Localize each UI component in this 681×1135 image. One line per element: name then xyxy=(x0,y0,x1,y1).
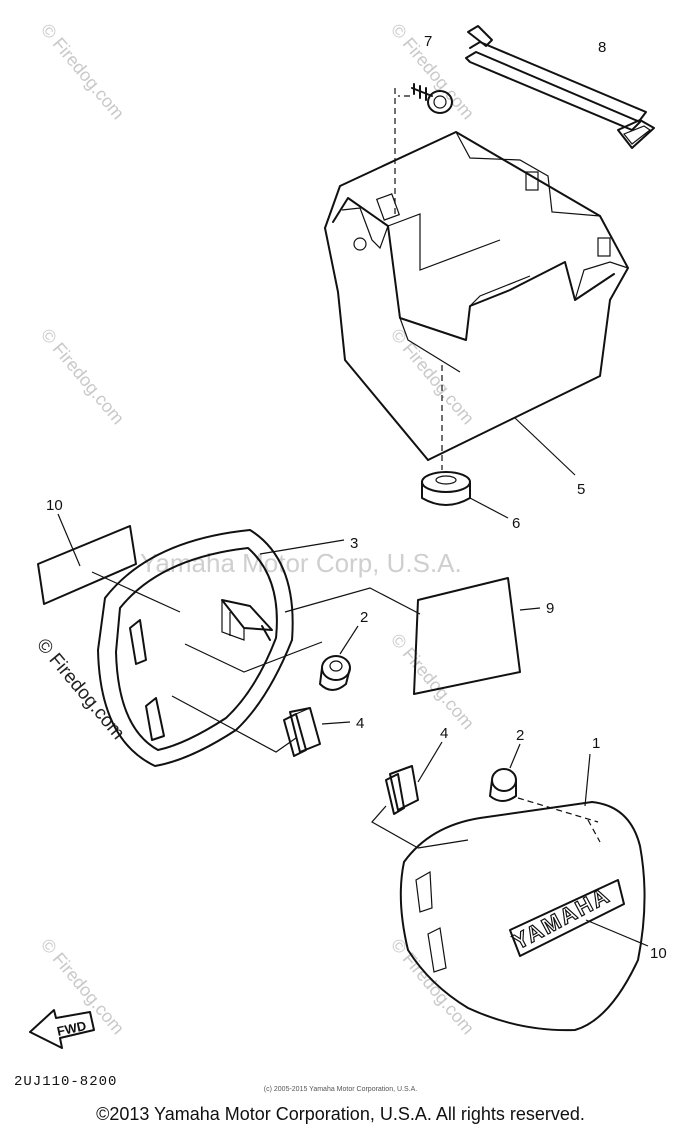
leader-line xyxy=(321,721,351,725)
callout-5: 5 xyxy=(577,481,585,498)
leader-line xyxy=(284,587,421,615)
leader-line xyxy=(509,743,521,769)
small-copyright: (c) 2005-2015 Yamaha Motor Corporation, … xyxy=(263,1086,418,1093)
part-left-side-cover xyxy=(97,529,294,767)
fwd-text: FWD xyxy=(56,1018,88,1039)
leader-line xyxy=(259,539,345,555)
leader-line xyxy=(171,695,297,753)
part-right-side-cover xyxy=(399,801,646,1032)
part-emblem-sticker xyxy=(37,525,137,605)
part-grommet xyxy=(421,471,471,506)
leader-line xyxy=(57,513,81,567)
leader-line xyxy=(417,741,443,783)
callout-10: 10 xyxy=(650,945,667,962)
leader-line xyxy=(584,753,591,807)
callout-9: 9 xyxy=(546,600,554,617)
diagram-code: 2UJ110-8200 xyxy=(14,1074,118,1090)
part-damper xyxy=(385,765,419,815)
part-grommet-small xyxy=(489,768,517,802)
part-damper xyxy=(283,707,321,757)
callout-7: 7 xyxy=(424,33,432,50)
part-strap xyxy=(465,25,655,149)
callout-layer: 7 8 5 6 10 3 2 9 4 4 2 1 10 xyxy=(46,33,667,962)
part-grommet-small xyxy=(319,655,351,691)
leader-line xyxy=(585,919,649,947)
part-pad xyxy=(413,577,521,695)
callout-2: 2 xyxy=(516,727,524,744)
watermark: © Firedog.com xyxy=(387,935,478,1038)
callout-4: 4 xyxy=(440,725,448,742)
fwd-arrow: FWD xyxy=(29,1009,95,1049)
emblem-text: YAMAHA xyxy=(509,882,615,954)
callout-4: 4 xyxy=(356,715,364,732)
watermark-layer: © Firedog.com © Firedog.com © Firedog.co… xyxy=(32,20,478,1038)
watermark: © Firedog.com xyxy=(387,630,478,733)
part-battery-box xyxy=(324,131,629,461)
watermark: © Firedog.com xyxy=(37,20,128,123)
watermark: © Firedog.com xyxy=(37,325,128,428)
part-bolt xyxy=(411,83,453,114)
callout-3: 3 xyxy=(350,535,358,552)
leader-line xyxy=(514,417,576,476)
leader-line xyxy=(184,641,323,673)
leader-line xyxy=(339,625,359,655)
callout-1: 1 xyxy=(592,735,600,752)
leader-line xyxy=(469,497,509,519)
leader-dash xyxy=(517,797,599,823)
center-watermark: Yamaha Motor Corp, U.S.A. xyxy=(140,548,462,578)
callout-10: 10 xyxy=(46,497,63,514)
callout-8: 8 xyxy=(598,39,606,56)
watermark: © Firedog.com xyxy=(387,20,478,123)
callout-2: 2 xyxy=(360,609,368,626)
copyright-footer: ©2013 Yamaha Motor Corporation, U.S.A. A… xyxy=(96,1104,585,1124)
leader-line xyxy=(371,805,419,849)
leader-line xyxy=(519,607,541,611)
callout-6: 6 xyxy=(512,515,520,532)
